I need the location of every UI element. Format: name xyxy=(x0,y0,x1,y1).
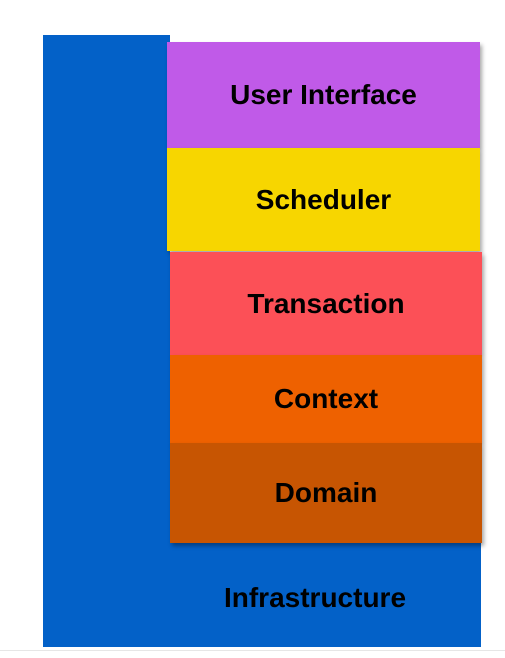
layer-user-interface: User Interface xyxy=(167,42,480,148)
layer-transaction-label: Transaction xyxy=(247,287,405,319)
layer-user-interface-label: User Interface xyxy=(230,79,417,110)
layer-context: Context xyxy=(170,355,482,443)
infrastructure-block-bottom xyxy=(43,540,481,647)
layer-scheduler-label: Scheduler xyxy=(255,183,392,215)
infrastructure-label: Infrastructure xyxy=(223,582,407,613)
layer-scheduler: Scheduler xyxy=(167,148,480,251)
layer-domain-label: Domain xyxy=(274,477,378,508)
layer-domain: Domain xyxy=(170,443,482,543)
bottom-edge-line xyxy=(0,650,505,651)
layer-context-label: Context xyxy=(273,383,379,414)
layer-transaction: Transaction xyxy=(170,252,482,355)
